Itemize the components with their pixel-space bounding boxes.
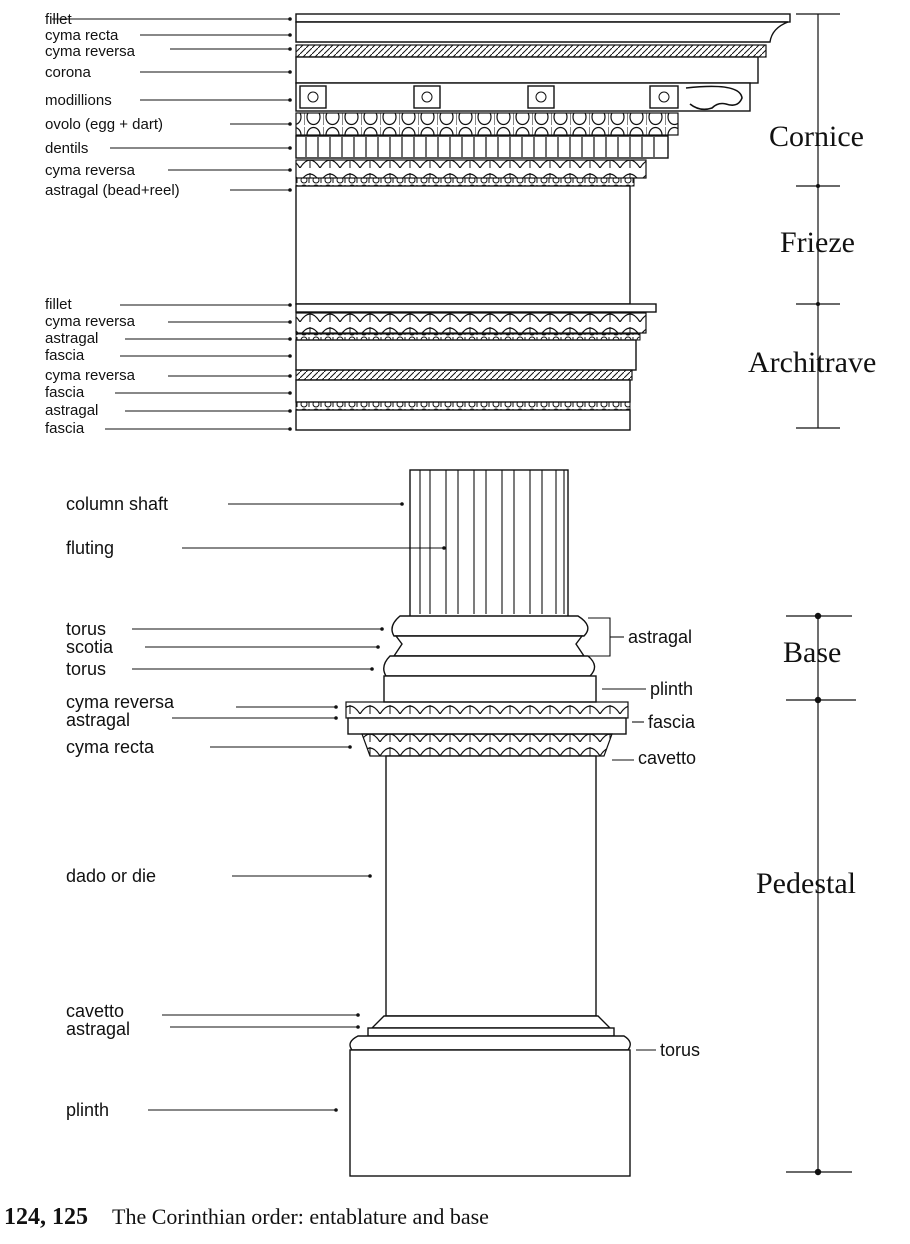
label-cyma-recta-pedestal: cyma recta <box>66 737 155 757</box>
label-astragal-right: astragal <box>628 627 692 647</box>
label-cyma-reversa-architrave-2: cyma reversa <box>45 367 136 384</box>
label-cyma-reversa-pedestal: cyma reversa <box>66 692 175 712</box>
label-plinth-lower: plinth <box>66 1100 109 1120</box>
label-astragal-architrave-2: astragal <box>45 402 98 419</box>
label-cyma-recta-top: cyma recta <box>45 27 119 44</box>
fillet-band <box>295 13 791 23</box>
ovolo-band <box>295 112 679 136</box>
scotia-shape <box>392 635 586 657</box>
label-fascia-architrave-2: fascia <box>45 384 85 401</box>
label-astragal-lower: astragal <box>66 1019 130 1039</box>
label-corona: corona <box>45 64 92 81</box>
zone-pedestal: Pedestal <box>756 867 856 900</box>
label-modillions: modillions <box>45 92 112 109</box>
cyma-reversa-architrave-band-2 <box>295 369 633 381</box>
plinth-lower-body <box>349 1049 631 1177</box>
label-cyma-reversa-top: cyma reversa <box>45 43 136 60</box>
frieze-band <box>295 185 631 305</box>
astragal-architrave-band-2 <box>295 401 631 411</box>
astragal-bead-reel-band <box>295 177 635 187</box>
column-shaft-body <box>409 469 569 621</box>
cyma-reversa-pedestal-band <box>345 701 629 719</box>
label-column-shaft: column shaft <box>66 494 168 514</box>
label-astragal-pedestal: astragal <box>66 710 130 730</box>
caption-text: The Corinthian order: entablature and ba… <box>112 1204 489 1229</box>
zone-frieze: Frieze <box>780 226 855 259</box>
zone-architrave: Architrave <box>748 346 876 379</box>
modillion-scroll <box>685 85 743 111</box>
label-fascia-architrave-3: fascia <box>45 420 85 437</box>
label-fluting: fluting <box>66 538 114 558</box>
dado-body <box>385 755 597 1017</box>
dentils-band <box>295 135 669 159</box>
label-fillet-architrave: fillet <box>45 296 73 313</box>
astragal-architrave-band <box>295 333 641 341</box>
label-dado: dado or die <box>66 866 156 886</box>
cavetto-lower-shape <box>370 1015 612 1029</box>
zone-scale <box>786 13 856 1176</box>
zone-cornice: Cornice <box>769 120 864 153</box>
cyma-reversa-band <box>295 44 767 58</box>
label-astragal-architrave-1: astragal <box>45 330 98 347</box>
label-cyma-reversa-architrave-1: cyma reversa <box>45 313 136 330</box>
caption: 124, 125 The Corinthian order: entablatu… <box>4 1204 489 1230</box>
fascia-architrave-band-3 <box>295 409 631 431</box>
label-ovolo: ovolo (egg + dart) <box>45 116 163 133</box>
cyma-recta-pedestal-band <box>361 733 613 757</box>
torus-lower-pedestal-shape <box>349 1035 631 1051</box>
entablature <box>295 13 791 431</box>
caption-figure-numbers: 124, 125 <box>4 1204 88 1230</box>
fascia-architrave-band-2 <box>295 379 631 403</box>
label-cyma-reversa-cornice: cyma reversa <box>45 162 136 179</box>
left-labels: fillet cyma recta cyma reversa corona mo… <box>45 11 180 1120</box>
fluting-lines <box>419 470 565 614</box>
label-plinth-right: plinth <box>650 679 693 699</box>
leader-lines <box>52 18 656 1111</box>
torus-upper-shape <box>391 615 589 637</box>
plinth-base <box>383 675 597 703</box>
label-fillet-top: fillet <box>45 11 73 28</box>
modillion-band <box>295 82 751 112</box>
zone-base: Base <box>783 636 841 669</box>
right-labels: astragal plinth fascia cavetto torus <box>628 627 700 1060</box>
label-fascia-right: fascia <box>648 712 696 732</box>
label-torus-base-1: torus <box>66 619 106 639</box>
zone-labels: Cornice Frieze Architrave Base Pedestal <box>748 120 876 900</box>
cyma-recta-band <box>295 21 789 43</box>
label-cavetto-right: cavetto <box>638 748 696 768</box>
fascia-architrave-band-1 <box>295 339 637 371</box>
torus-lower-shape <box>383 655 596 677</box>
label-scotia: scotia <box>66 637 114 657</box>
label-dentils: dentils <box>45 140 88 157</box>
cyma-reversa-cornice-band <box>295 159 647 179</box>
modillion-blocks <box>299 85 679 109</box>
fascia-pedestal-band <box>347 717 627 735</box>
fillet-architrave-band <box>295 303 657 313</box>
astragal-lower-band <box>367 1027 615 1037</box>
column-and-pedestal <box>345 469 631 1177</box>
leader-dots <box>288 17 446 1112</box>
dentil-blocks <box>305 137 655 157</box>
label-astragal-bead-reel: astragal (bead+reel) <box>45 182 180 199</box>
label-torus-base-2: torus <box>66 659 106 679</box>
label-torus-right: torus <box>660 1040 700 1060</box>
label-cavetto-lower: cavetto <box>66 1001 124 1021</box>
cyma-reversa-architrave-band <box>295 312 647 334</box>
corona-band <box>295 56 759 84</box>
label-fascia-architrave-1: fascia <box>45 347 85 364</box>
